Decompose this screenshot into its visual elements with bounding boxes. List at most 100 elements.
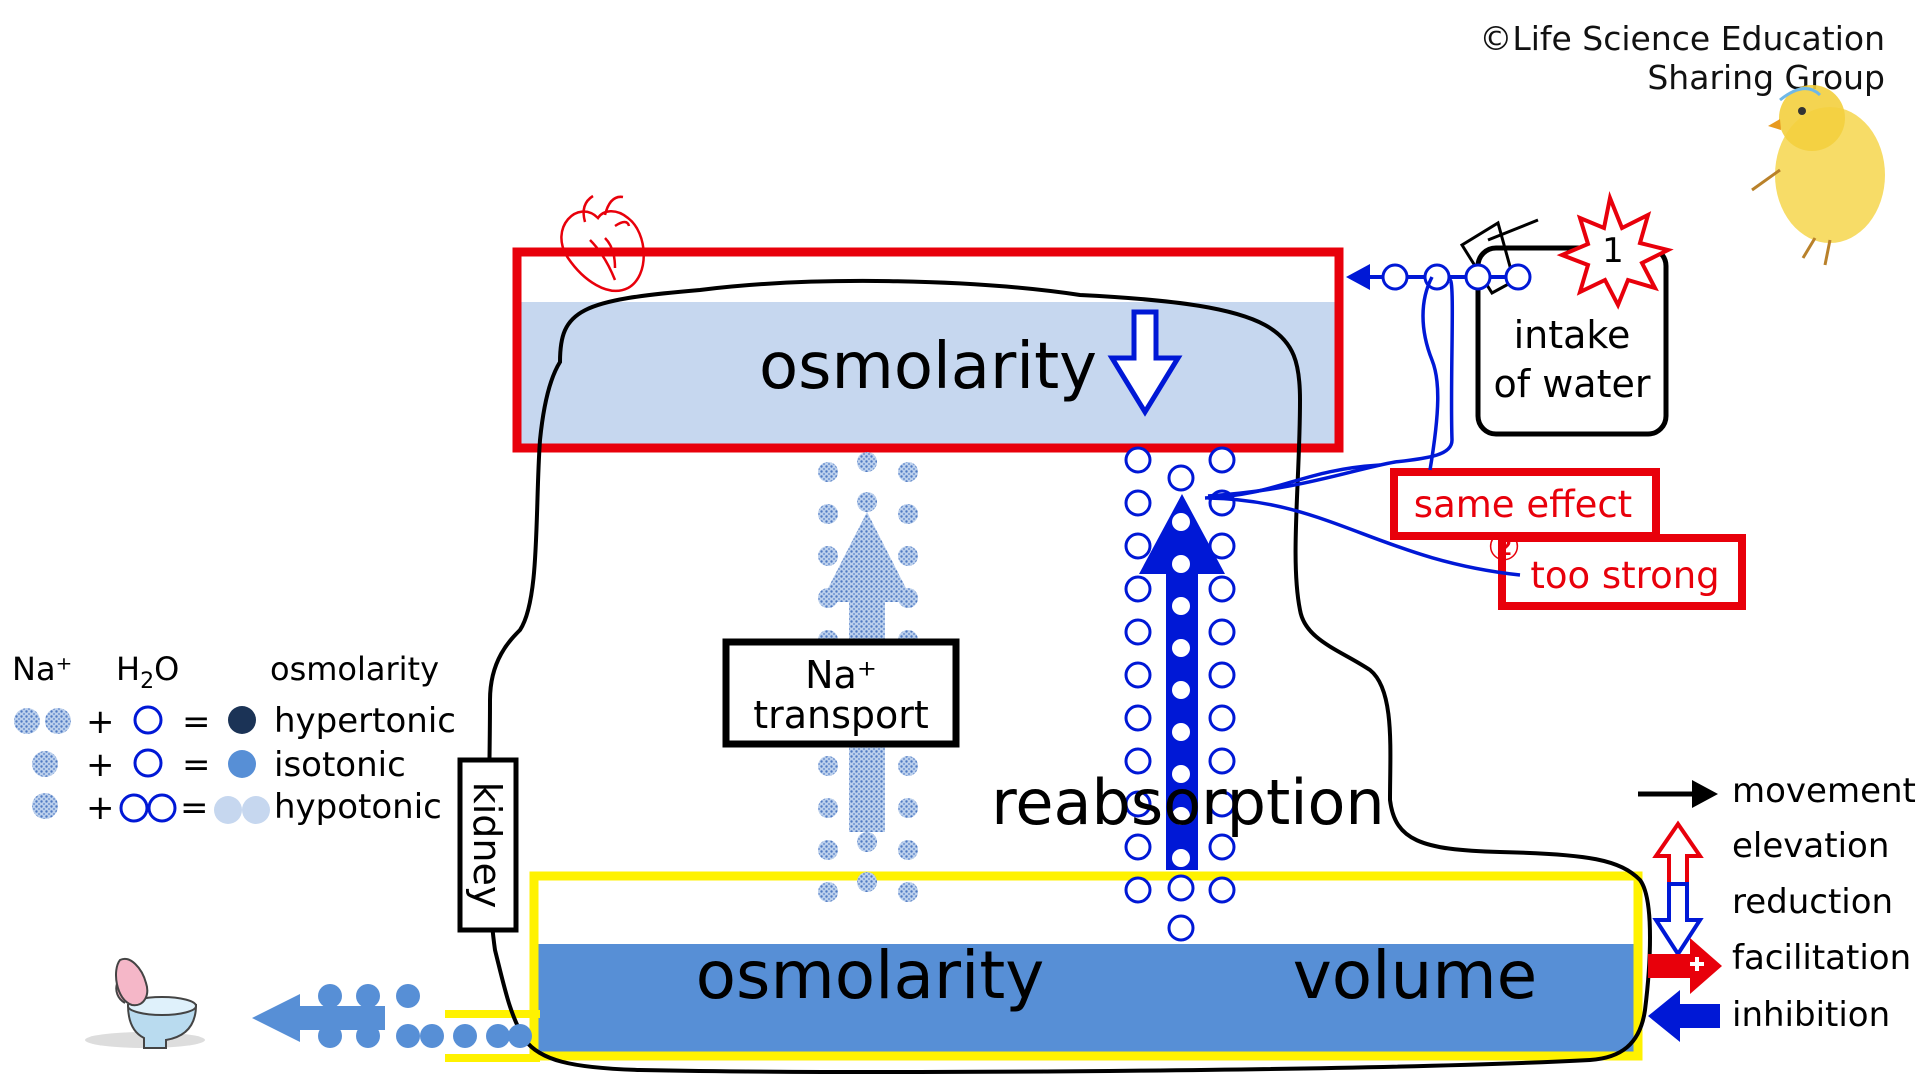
water-particle (1124, 532, 1152, 560)
urine-particle (453, 1024, 477, 1048)
legend-row-2-equals: = (182, 745, 211, 785)
blood-volume-label: volume (1293, 937, 1538, 1014)
arrow-legend: movement elevation reduction facilitatio… (1638, 771, 1916, 1042)
connector-lines (1204, 276, 1521, 577)
heart-box-frame (512, 247, 1344, 453)
too-strong-box: too strong (1498, 534, 1746, 610)
na-transport-box: Na⁺ transport (722, 638, 960, 748)
water-particle (1208, 532, 1236, 560)
na-particle (818, 840, 838, 860)
water-particle (1208, 446, 1236, 474)
water-particle (1208, 575, 1236, 603)
water-intake-box: intake of water (1475, 245, 1669, 437)
water-inflow-arrow (1346, 263, 1532, 291)
effect-badge-2: ② (1487, 525, 1521, 569)
water-particle-in-arrow (1172, 765, 1190, 783)
na-particle (818, 546, 838, 566)
na-transport-line-2: transport (753, 693, 929, 737)
legend-row-1-plus: + (86, 702, 115, 742)
water-particle-in-arrow (1172, 597, 1190, 615)
burst-badge-number: 1 (1602, 231, 1624, 271)
urine-particle (508, 1024, 532, 1048)
na-particle (857, 492, 877, 512)
water-particle (1167, 914, 1195, 942)
legend-row-3-label: hypotonic (274, 787, 442, 827)
inhibition-arrow-icon (1648, 990, 1720, 1042)
heart-icon (560, 194, 645, 293)
copyright-line-2: Sharing Group (1647, 58, 1885, 97)
water-particle-in-arrow (1172, 723, 1190, 741)
water-particle-in-arrow (1172, 849, 1190, 867)
water-particle (1124, 747, 1152, 775)
same-effect-box: same effect (1390, 468, 1660, 540)
legend-movement-label: movement (1732, 771, 1916, 811)
blood-osmolarity-label: osmolarity (696, 937, 1045, 1014)
na-particle (857, 452, 877, 472)
tonicity-legend: Na⁺ H2O osmolarity + = hypertonic + = is… (12, 650, 456, 828)
na-particle (898, 462, 918, 482)
legend-row-2-label: isotonic (274, 745, 406, 785)
water-particle-in-arrow (1172, 513, 1190, 531)
water-intake-line-1: intake (1514, 313, 1631, 357)
legend-facilitation-label: facilitation (1732, 938, 1911, 978)
blood-compartment (529, 871, 1643, 1061)
water-particle (1208, 661, 1236, 689)
na-particle (898, 882, 918, 902)
urine-particle (396, 1024, 420, 1048)
too-strong-label: too strong (1530, 554, 1719, 597)
na-particle (898, 756, 918, 776)
water-particle (1208, 704, 1236, 732)
reabsorption-label: reabsorption (991, 766, 1384, 839)
water-particle (1124, 833, 1152, 861)
na-particle (818, 756, 838, 776)
water-particle (1124, 661, 1152, 689)
water-particle (1208, 876, 1236, 904)
legend-row-1-label: hypertonic (274, 701, 456, 741)
toilet-icon (85, 957, 205, 1049)
legend-header-h2o: H2O (116, 650, 179, 694)
water-particle (1124, 618, 1152, 646)
legend-elevation-label: elevation (1732, 826, 1889, 866)
outflow-arrow (252, 994, 385, 1042)
water-particle (1124, 876, 1152, 904)
water-particle (1208, 618, 1236, 646)
copyright-notice: ©Life Science Education Sharing Group (1479, 19, 1885, 97)
chick-icon (1751, 85, 1885, 266)
water-particle (1124, 489, 1152, 517)
water-reabsorption-column (1124, 446, 1236, 942)
water-particle-in-arrow (1172, 555, 1190, 573)
same-effect-label: same effect (1414, 483, 1632, 526)
facilitation-arrow-icon (1648, 938, 1722, 994)
na-particle (898, 798, 918, 818)
water-particle (1124, 704, 1152, 732)
na-particle (857, 872, 877, 892)
water-particle (1124, 446, 1152, 474)
water-particle (1208, 790, 1236, 818)
legend-row-1-equals: = (182, 702, 211, 742)
heart-fluid-fill (520, 302, 1335, 445)
legend-inhibition-label: inhibition (1732, 995, 1890, 1035)
water-particle (1208, 747, 1236, 775)
na-particle (898, 840, 918, 860)
water-particle-in-arrow (1172, 807, 1190, 825)
legend-row-3-plus: + (86, 788, 115, 828)
reduction-legend-icon (1652, 882, 1704, 958)
na-particle (898, 504, 918, 524)
water-particle (1208, 833, 1236, 861)
reduction-arrow-icon (1107, 309, 1183, 417)
burst-badge: 1 (1556, 191, 1674, 310)
water-particle (1124, 790, 1152, 818)
urine-particle (356, 984, 380, 1008)
movement-arrow-icon (1638, 780, 1718, 808)
water-particle (1167, 874, 1195, 902)
heart-osmolarity-label: osmolarity (759, 330, 1097, 404)
na-particle (818, 504, 838, 524)
na-particle (898, 546, 918, 566)
urine-particle (486, 1024, 510, 1048)
legend-header-osmolarity: osmolarity (270, 650, 439, 688)
na-particle (857, 832, 877, 852)
water-particle-in-arrow (1172, 681, 1190, 699)
urine-outlet-channel (445, 1010, 540, 1062)
na-particle (818, 462, 838, 482)
